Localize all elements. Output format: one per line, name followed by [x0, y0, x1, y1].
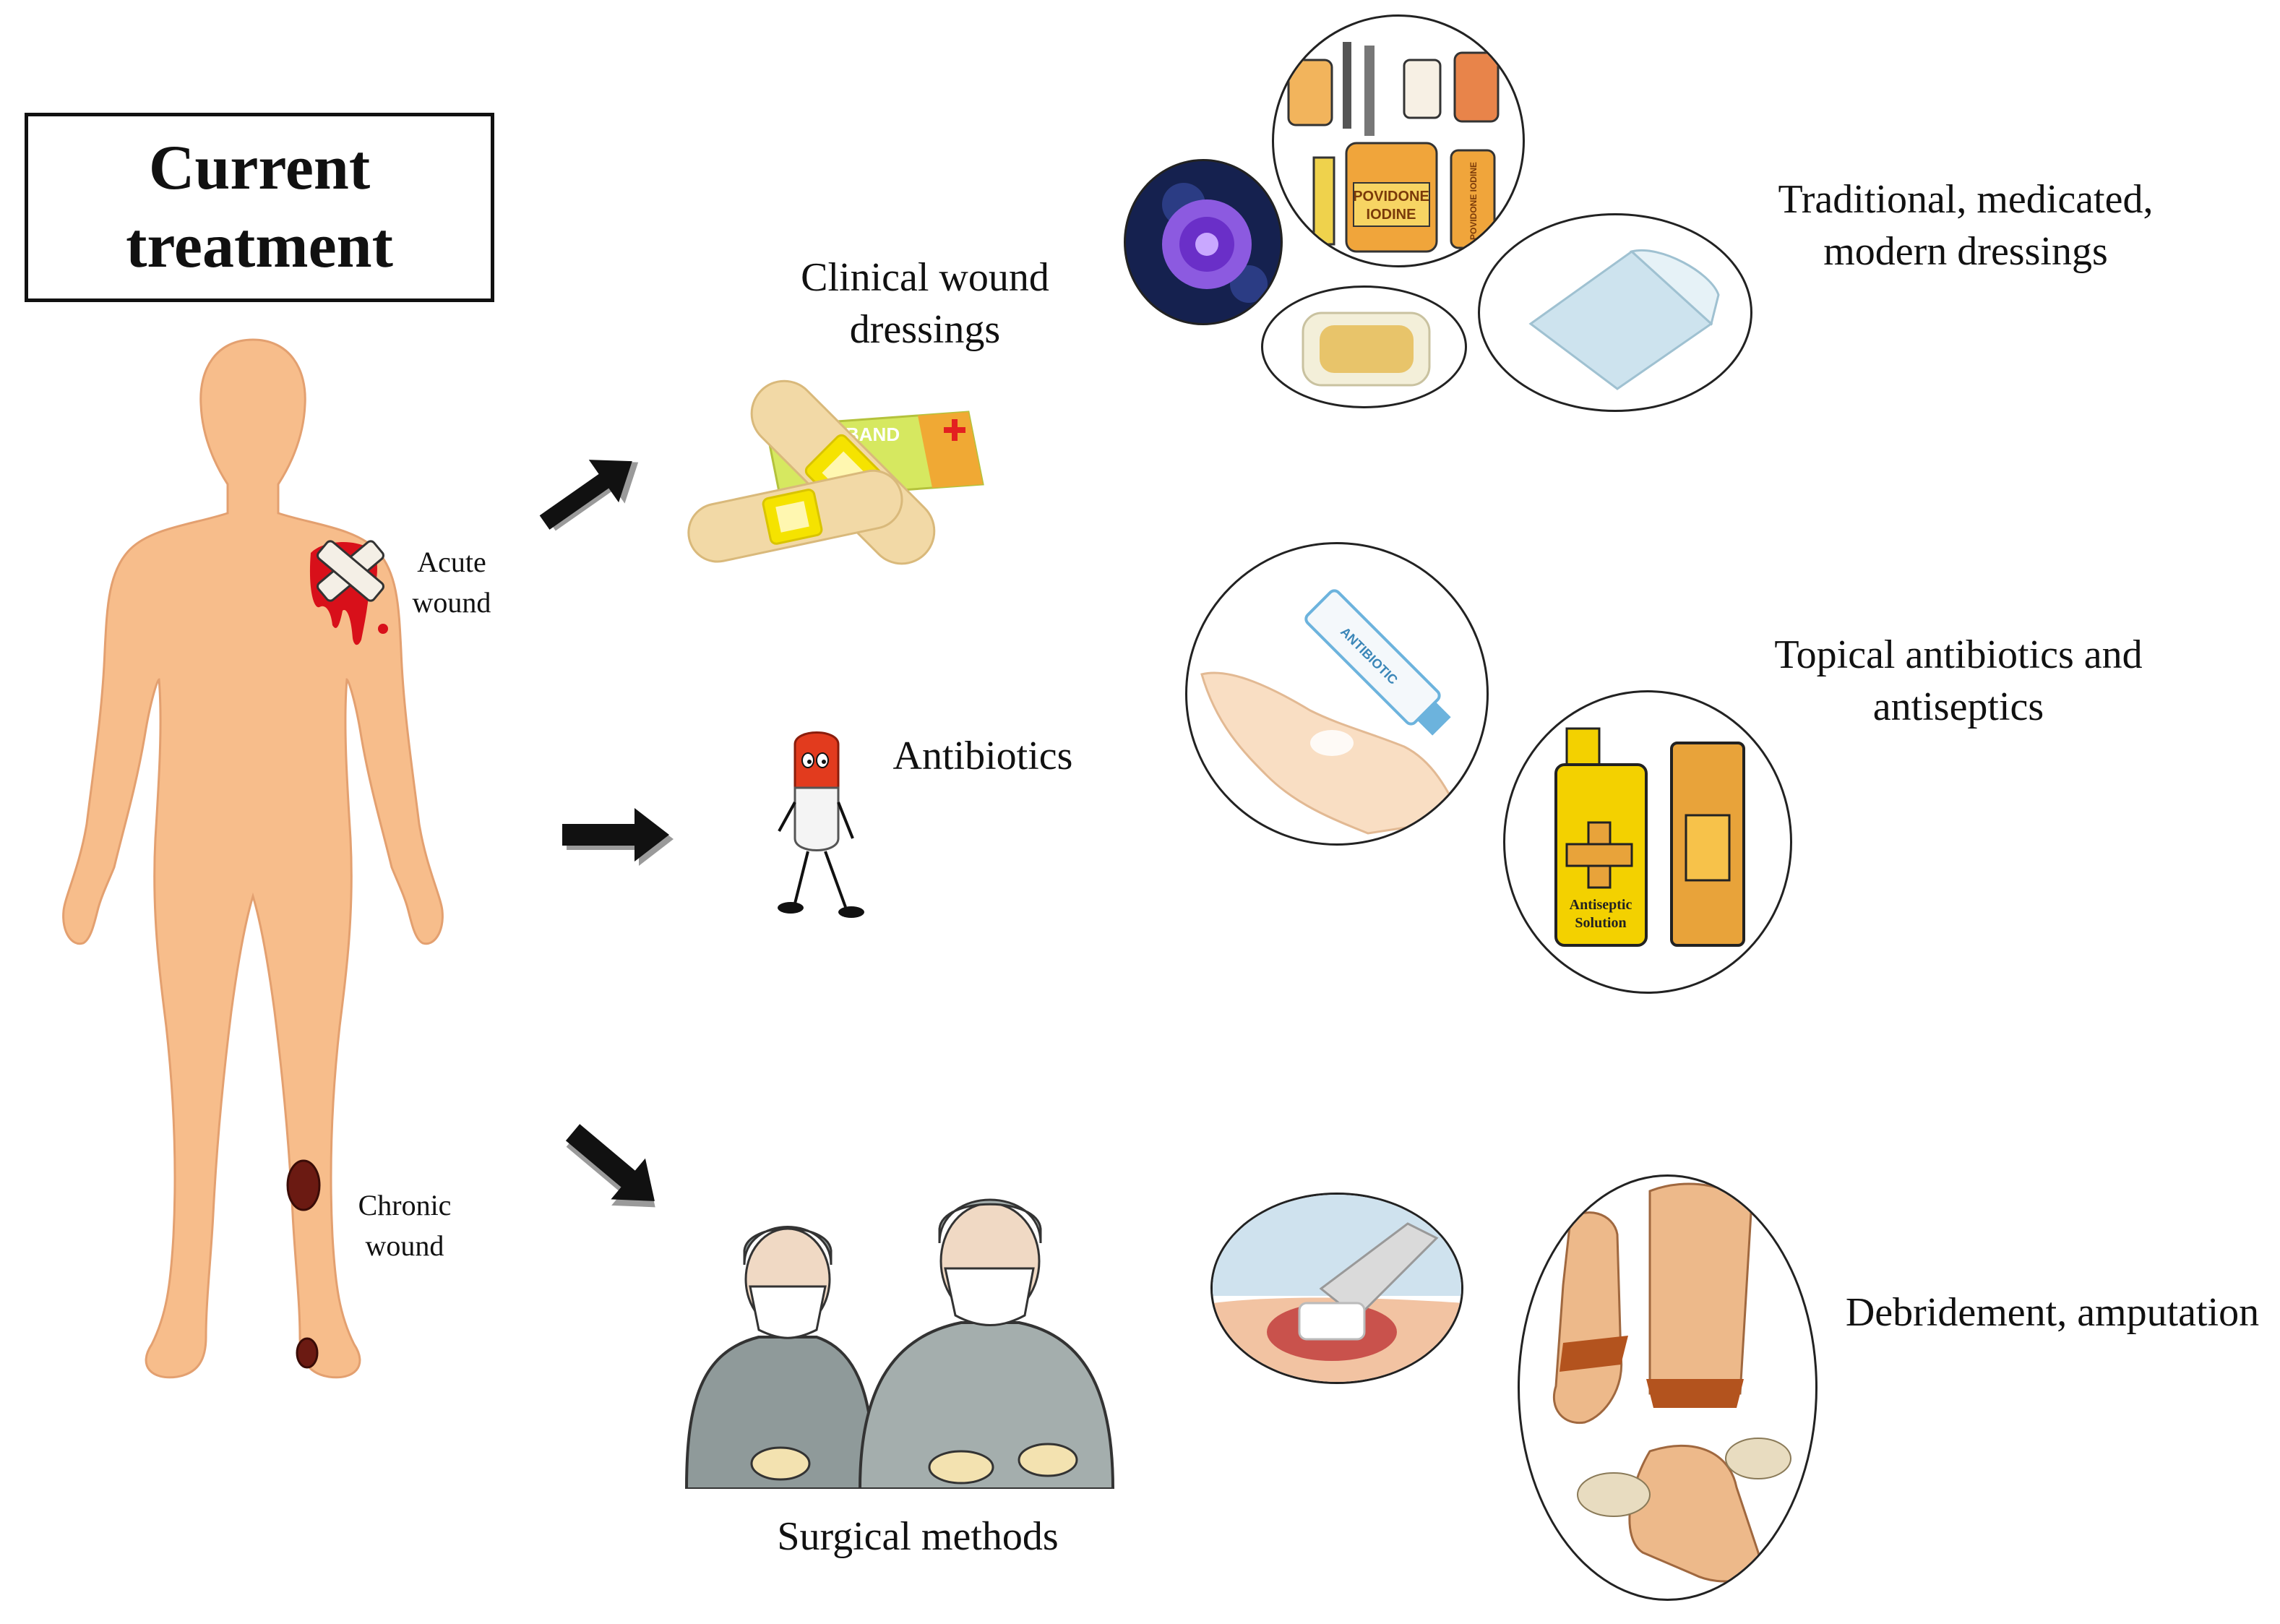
branch-label-surgical: Surgical methods	[777, 1514, 1059, 1559]
bandage-strip-2	[687, 469, 903, 563]
svg-text:Antiseptic: Antiseptic	[1570, 897, 1632, 913]
svg-text:Solution: Solution	[1575, 915, 1626, 931]
povidone-label-1: POVIDONE	[1353, 189, 1429, 205]
outcome-label-surgical: Debridement, amputation	[1845, 1290, 2260, 1335]
circle-cell-image	[1124, 159, 1283, 325]
circle-ointment-image: ANTIBIOTIC	[1185, 542, 1489, 846]
branch-label-antibiotics: Antibiotics	[892, 734, 1073, 778]
circle-film-dressing-image	[1478, 213, 1752, 412]
page-title: Current treatment	[126, 133, 393, 281]
acute-wound	[309, 540, 388, 645]
chronic-wound-leg	[286, 1159, 321, 1211]
circle-antiseptic-image: Antiseptic Solution	[1503, 690, 1792, 994]
outcome-label-antibiotics: Topical antibiotics and antiseptics	[1774, 632, 2143, 729]
chronic-wound-foot	[296, 1337, 319, 1369]
surgeons-illustration	[684, 1198, 1115, 1489]
title-box: Current treatment	[25, 113, 494, 302]
outcome-label-dressings: Traditional, medicated, modern dressings	[1778, 177, 2154, 274]
circle-debridement-image	[1210, 1193, 1463, 1384]
pill-character	[778, 731, 864, 918]
bandage-illustration: BAND	[687, 379, 984, 565]
arrow-to-surgical	[565, 1124, 655, 1208]
povidone-label-2: IODINE	[1367, 207, 1416, 223]
acute-wound-label: Acute wound	[412, 546, 491, 619]
circle-hydrocolloid-image	[1261, 285, 1467, 408]
chronic-wound-label: Chronic wound	[358, 1189, 452, 1262]
branch-label-dressings: Clinical wound dressings	[801, 255, 1049, 352]
svg-text:POVIDONE IODINE: POVIDONE IODINE	[1468, 162, 1479, 240]
human-body-figure	[62, 338, 444, 1379]
arrow-to-dressings	[539, 460, 639, 531]
surgeon-right	[858, 1198, 1115, 1489]
circle-iodine-image: POVIDONE IODINE POVIDONE IODINE	[1272, 14, 1525, 267]
arrow-to-antibiotics	[562, 808, 674, 866]
circle-amputation-image	[1518, 1174, 1817, 1601]
